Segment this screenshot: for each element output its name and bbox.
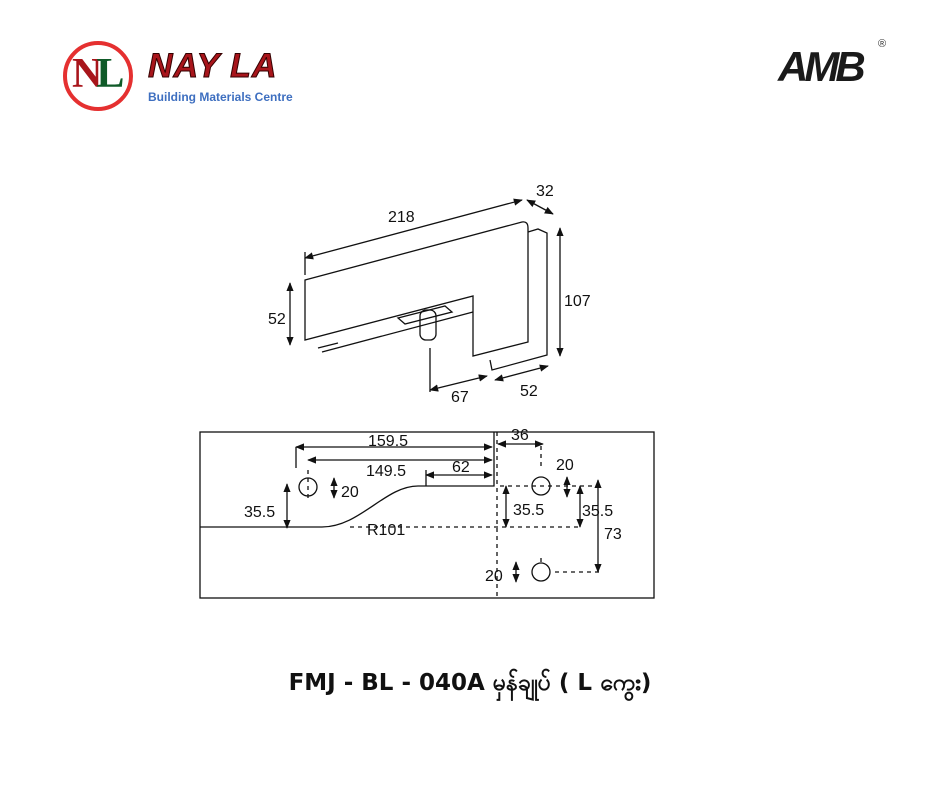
- registered-mark: ®: [878, 38, 887, 50]
- base-strip: [317, 311, 474, 353]
- dim-20-hole-left: 20: [341, 484, 359, 501]
- dim-67: 67: [451, 389, 469, 406]
- brand-name: NAY LA: [147, 47, 278, 85]
- hole-right-bottom: [531, 562, 551, 582]
- dim-52-bottom: 52: [520, 383, 538, 400]
- dim-20-hole-right-bottom: 20: [485, 568, 503, 585]
- dim-159-5: 159.5: [368, 433, 408, 450]
- dim-32: 32: [536, 183, 554, 200]
- back-plate: [489, 228, 548, 371]
- brand-subtitle: Building Materials Centre: [148, 90, 293, 104]
- dim-r101: R101: [367, 522, 405, 539]
- amb-logo: AMB ®: [778, 38, 898, 94]
- glass-outline: [199, 431, 655, 599]
- pivot-pin: [419, 309, 437, 341]
- product-caption: FMJ - BL - 040A မှန်ချုပ် ( L ကွေး): [288, 670, 652, 696]
- dim-35-5-mid: 35.5: [513, 502, 544, 519]
- top-view: [286, 198, 564, 392]
- dim-35-5-right: 35.5: [582, 503, 613, 520]
- logo-circle: [63, 41, 133, 111]
- dim-20-hole-right-top: 20: [556, 457, 574, 474]
- dim-73: 73: [604, 526, 622, 543]
- dim-62: 62: [452, 459, 470, 476]
- dim-218: 218: [388, 209, 415, 226]
- dim-35-5-left: 35.5: [244, 504, 275, 521]
- bottom-view: [199, 431, 655, 599]
- nay-la-logo: NL NAY LA Building Materials Centre: [60, 38, 300, 118]
- hole-right-top: [531, 476, 551, 496]
- dim-149-5: 149.5: [366, 463, 406, 480]
- hole-left: [298, 477, 318, 497]
- amb-mark: AMB: [778, 43, 866, 90]
- dim-107: 107: [564, 293, 591, 310]
- dim-36: 36: [511, 427, 529, 444]
- hinge-body-outline: [304, 221, 529, 357]
- cutout-profile: [200, 432, 495, 528]
- dim-52-left: 52: [268, 311, 286, 328]
